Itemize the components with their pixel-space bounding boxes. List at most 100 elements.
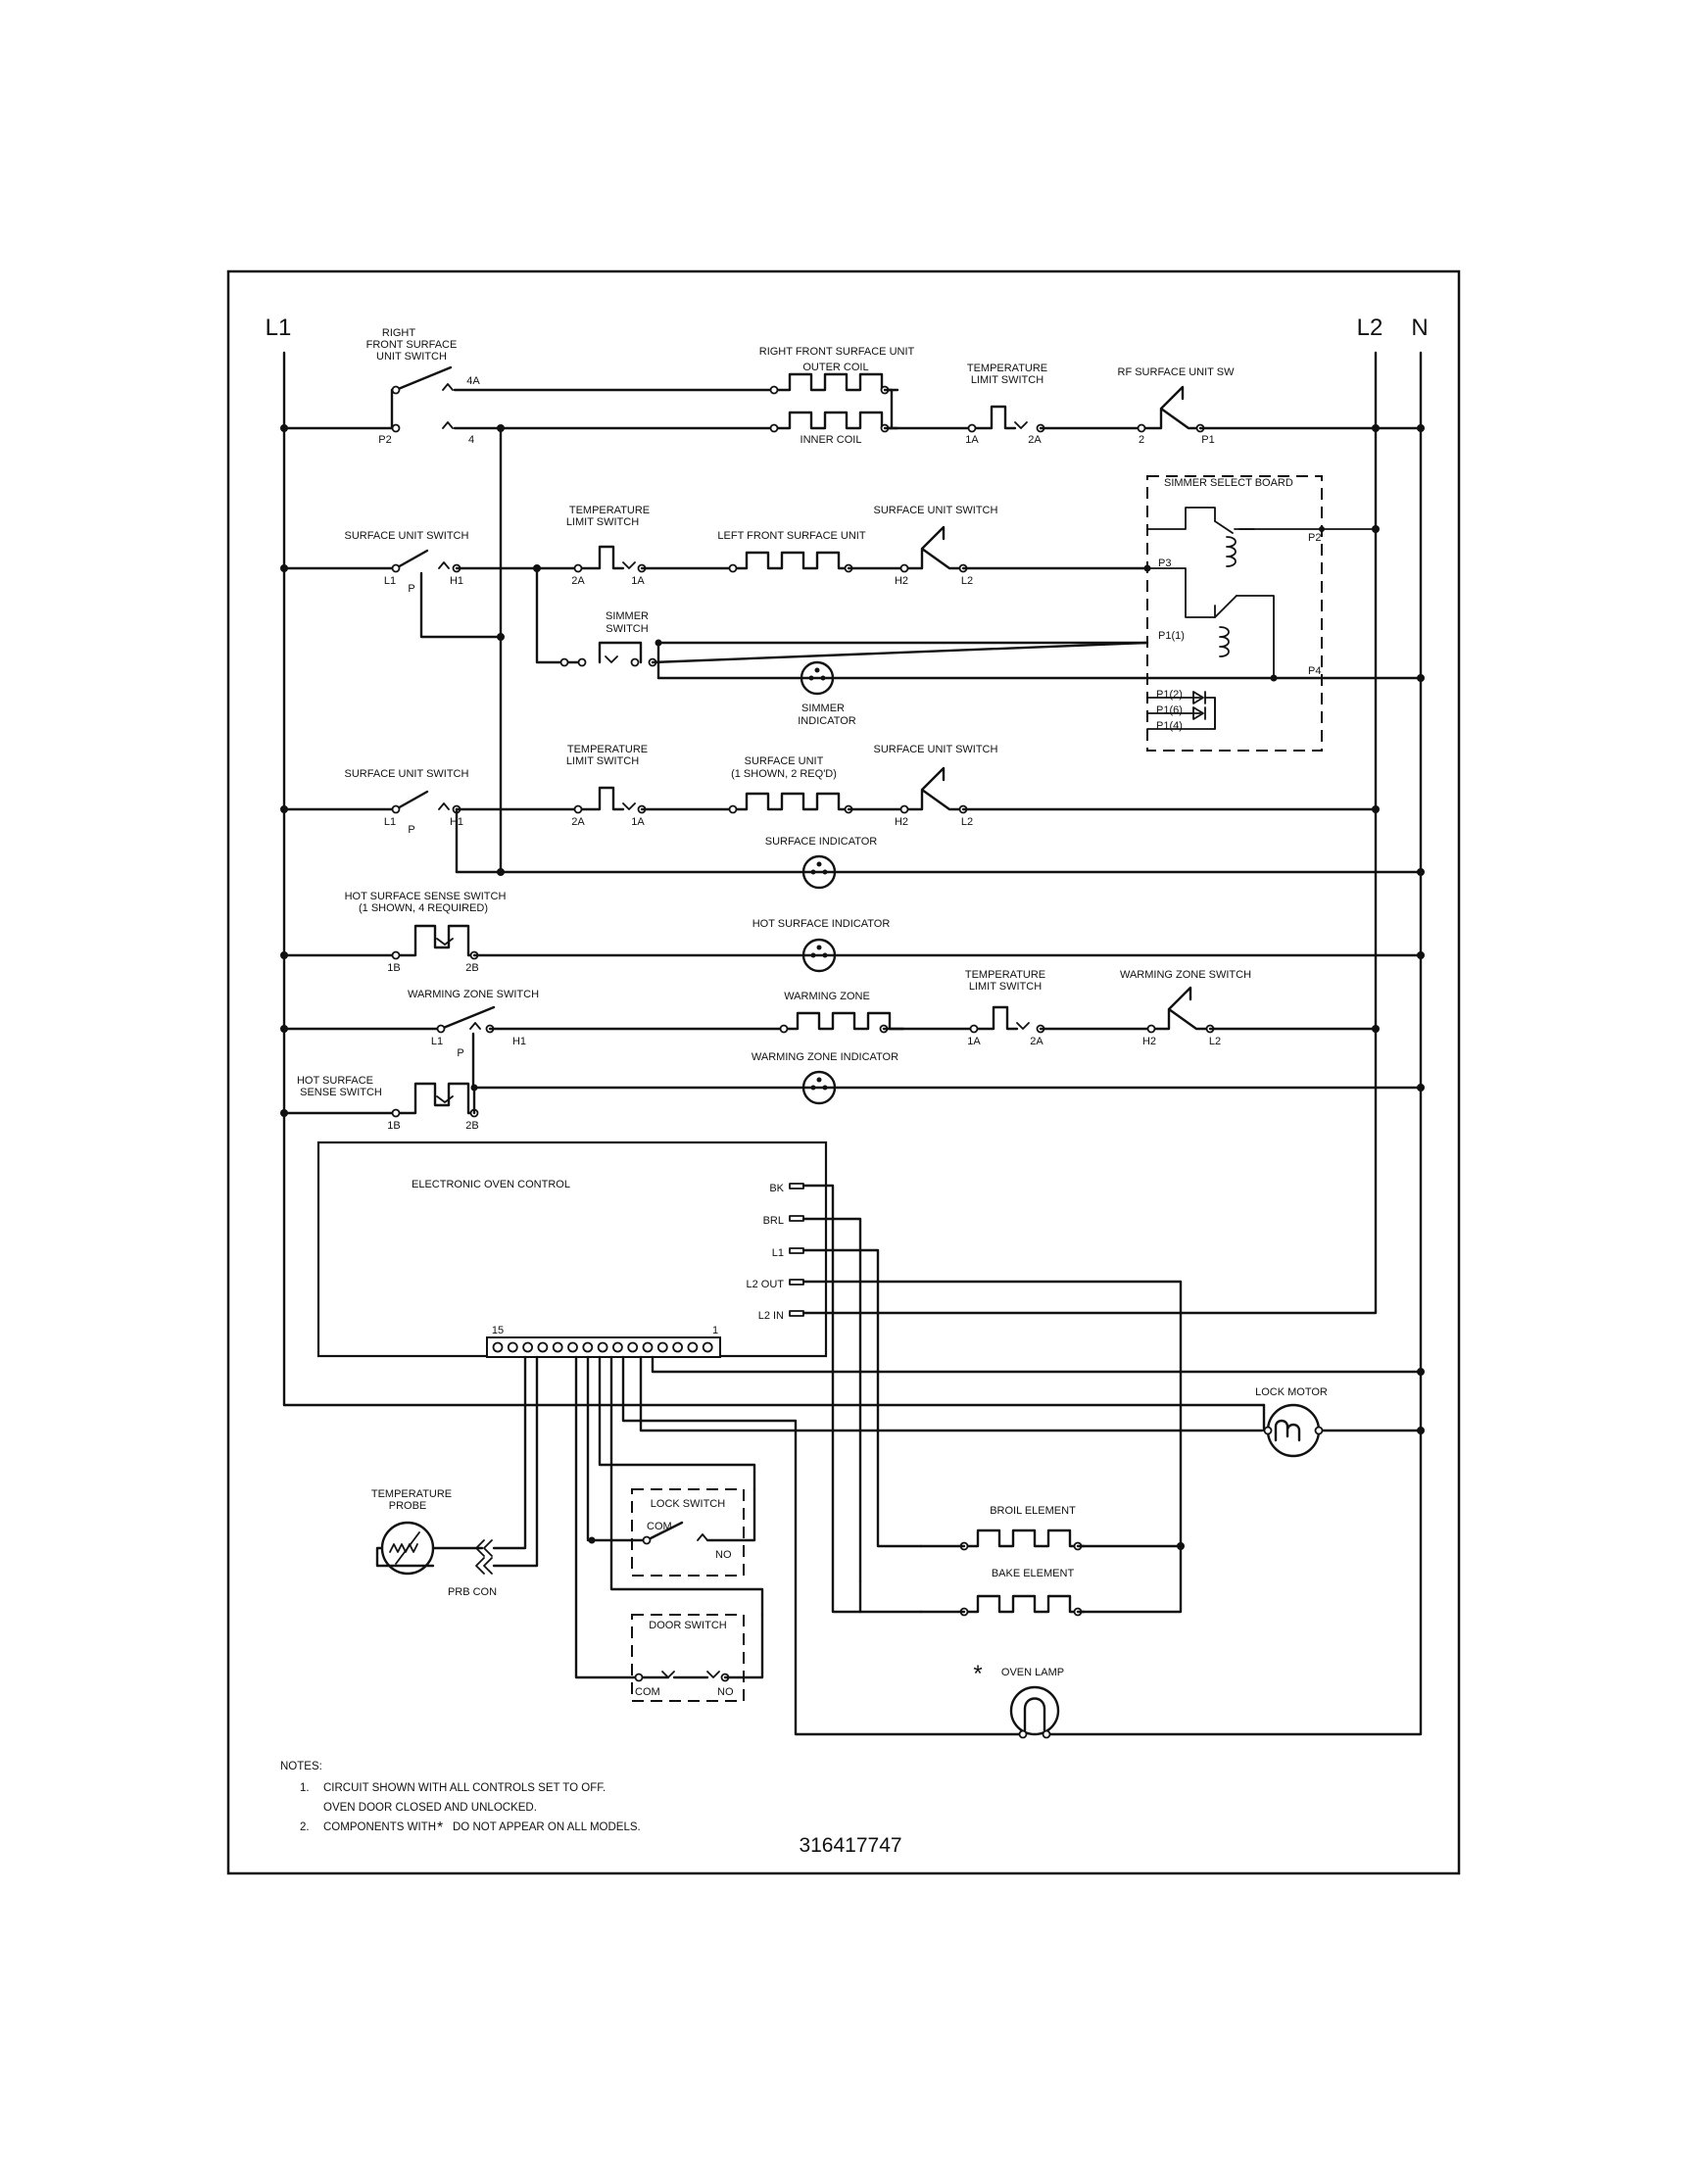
simmer-select-board: SIMMER SELECT BOARD P2 P3 P1(1) P4 P1(2)… (1146, 475, 1380, 752)
connector-pin-1: 1 (712, 1325, 718, 1336)
door-switch-com: COM (635, 1686, 660, 1698)
wz-element (782, 1011, 905, 1031)
note-1-number: 1. (300, 1782, 310, 1794)
rf-switch-label-2: FRONT SURFACE (366, 339, 458, 351)
broil-element-label: BROIL ELEMENT (990, 1505, 1076, 1517)
rf-switch-blade (394, 365, 453, 392)
su-surface-sw-label: SURFACE UNIT SWITCH (874, 744, 998, 755)
su-switch-label: SURFACE UNIT SWITCH (345, 768, 469, 780)
su-surface-sw (902, 766, 963, 811)
wz-sense-2b: 2B (465, 1120, 478, 1132)
rf-sw-p1: P1 (1201, 434, 1214, 446)
lf-limit-label-1: TEMPERATURE (569, 505, 650, 516)
simmer-p2: P2 (1308, 532, 1321, 544)
connector-pin (552, 1341, 563, 1353)
connector-pins (492, 1341, 713, 1353)
connector-pin (627, 1341, 639, 1353)
row-right-front-surface-unit: RIGHT FRONT SURFACE UNIT SWITCH P2 4a 4 … (280, 327, 1425, 446)
note-2-line-1: COMPONENTS WITH (323, 1821, 436, 1833)
wz-element-label: WARMING ZONE (784, 991, 870, 1002)
hs-sense-label-2: (1 SHOWN, 4 REQUIRED) (359, 902, 488, 914)
simmer-p1-4: P1(4) (1156, 720, 1183, 732)
lf-limit-switch (576, 545, 625, 570)
simmer-p3: P3 (1158, 558, 1171, 569)
lf-limit-1a: 1A (631, 575, 645, 587)
lf-surface-sw-label: SURFACE UNIT SWITCH (874, 505, 998, 516)
rf-switch-wire-a (282, 388, 397, 430)
oven-lamp-label: OVEN LAMP (1001, 1667, 1064, 1678)
row-hot-surface-sense: HOT SURFACE SENSE SWITCH (1 SHOWN, 4 REQ… (280, 891, 1425, 974)
wz-sw-label: WARMING ZONE SWITCH (1120, 969, 1251, 981)
warming-zone-indicator (801, 1070, 837, 1105)
simmer-p1-2: P1(2) (1156, 689, 1183, 701)
wz-limit-label-1: TEMPERATURE (965, 969, 1045, 981)
part-number: 316417747 (799, 1834, 901, 1857)
su-switch-p: P (408, 824, 414, 836)
control-pin-brl: BRL (763, 1215, 784, 1227)
lf-surface-sw (902, 525, 963, 570)
control-pin-l2-out: L2 OUT (746, 1279, 784, 1290)
wz-limit-switch (972, 1005, 1019, 1031)
connector-pin-15: 15 (492, 1325, 504, 1336)
connector-pin (567, 1341, 578, 1353)
wz-sw-h2: H2 (1142, 1036, 1156, 1047)
rf-inner-coil-label: INNER COIL (800, 434, 862, 446)
rf-switch-4a: 4a (466, 375, 480, 387)
simmer-switch-label-1: SIMMER (606, 610, 649, 622)
connector-pin (522, 1341, 533, 1353)
power-rails: L1 L2 N (266, 315, 1429, 1432)
simmer-indicator-label-2: INDICATOR (798, 715, 856, 727)
connector-pin (702, 1341, 713, 1353)
connector-pin (672, 1341, 683, 1353)
su-surface-unit (731, 792, 854, 811)
lf-limit-label-2: LIMIT SWITCH (566, 516, 639, 528)
lf-limit-2a: 2A (571, 575, 585, 587)
simmer-p1-6: P1(6) (1156, 704, 1183, 716)
rf-surface-sw-label: RF SURFACE UNIT SW (1118, 366, 1236, 378)
lf-sw-h2: H2 (895, 575, 908, 587)
connector-pin (507, 1341, 518, 1353)
hs-sense-2b: 2B (465, 962, 478, 974)
wz-sense-label-2: SENSE SWITCH (300, 1087, 382, 1098)
su-limit-1a: 1A (631, 816, 645, 828)
temp-probe-label-2: PROBE (389, 1500, 427, 1512)
wz-sense-switch (394, 1082, 476, 1115)
rf-limit-switch (970, 405, 1017, 430)
lock-switch-no: NO (715, 1549, 732, 1561)
rf-unit-label: RIGHT FRONT SURFACE UNIT (759, 346, 915, 358)
row-warming-zone: WARMING ZONE SWITCH L1 P H1 WARMING ZONE… (280, 969, 1380, 1090)
control-pin-bk: BK (769, 1183, 784, 1194)
broil-element (962, 1529, 1086, 1548)
rf-inner-coil (772, 411, 899, 430)
rf-limit-1a: 1A (965, 434, 979, 446)
control-title: ELECTRONIC OVEN CONTROL (412, 1179, 570, 1190)
su-unit-label-2: (1 SHOWN, 2 REQ'D) (731, 768, 837, 780)
oven-lamp-star: * (973, 1661, 982, 1687)
wz-switch-label: WARMING ZONE SWITCH (408, 989, 539, 1000)
connector-pin (537, 1341, 549, 1353)
lf-switch-label: SURFACE UNIT SWITCH (345, 530, 469, 542)
connector-pin (492, 1341, 504, 1353)
hs-sense-1b: 1B (387, 962, 400, 974)
rf-sw-2: 2 (1139, 434, 1144, 446)
temp-probe-label-1: TEMPERATURE (371, 1488, 452, 1500)
connector-pin (582, 1341, 594, 1353)
simmer-switch-label-2: SWITCH (606, 623, 648, 635)
lf-switch-blade (394, 549, 429, 570)
lf-unit-label: LEFT FRONT SURFACE UNIT (717, 530, 865, 542)
row-warming-zone-indicator: HOT SURFACE SENSE SWITCH 1B 2B WARMING Z… (280, 1051, 1425, 1132)
rf-switch-p2: P2 (378, 434, 391, 446)
lock-switch-com: COM (647, 1521, 672, 1532)
wz-indicator-label: WARMING ZONE INDICATOR (752, 1051, 898, 1063)
diode-2 (1192, 706, 1206, 720)
notes-heading: NOTES: (280, 1761, 322, 1772)
note-2-number: 2. (300, 1821, 310, 1833)
rf-switch-4: 4 (468, 434, 474, 446)
notes: NOTES: 1. CIRCUIT SHOWN WITH ALL CONTROL… (280, 1761, 641, 1836)
door-switch-label: DOOR SWITCH (649, 1620, 726, 1631)
wz-limit-2a: 2A (1030, 1036, 1043, 1047)
door-switch-no: NO (717, 1686, 734, 1698)
simmer-p1-1: P1(1) (1158, 630, 1185, 642)
lock-switch-blade (645, 1521, 684, 1542)
